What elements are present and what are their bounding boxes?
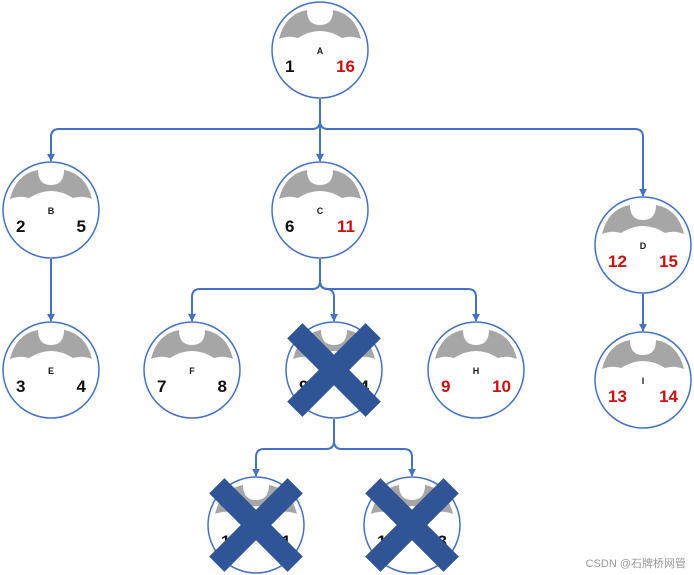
avatar-icon	[10, 330, 92, 359]
start-time: 2	[16, 217, 26, 236]
end-time: 15	[659, 252, 678, 271]
node-c: C 6 11	[271, 161, 369, 259]
end-time: 16	[336, 57, 355, 76]
cross-icon	[365, 478, 459, 572]
avatar-icon	[279, 170, 361, 199]
node-label: C	[316, 206, 324, 216]
node-d: D 12 15	[594, 196, 692, 294]
node-label: I	[641, 376, 645, 386]
node-k: K1213	[363, 476, 461, 574]
node-label: A	[316, 46, 324, 56]
node-circle	[594, 196, 692, 294]
node-a: A 1 16	[271, 1, 369, 99]
node-label: H	[472, 366, 480, 376]
end-time: 5	[76, 217, 86, 236]
node-circle	[271, 1, 369, 99]
node-circle	[2, 321, 100, 419]
end-time: 10	[492, 377, 511, 396]
start-time: 12	[608, 252, 627, 271]
start-time: 13	[608, 387, 627, 406]
end-time: 11	[337, 217, 355, 236]
watermark: CSDN @石牌桥网管	[585, 558, 686, 570]
edge-a-d	[319, 99, 647, 197]
start-time: 3	[16, 377, 26, 396]
start-time: 9	[441, 377, 451, 396]
node-e: E 3 4	[2, 321, 100, 419]
node-circle	[2, 161, 100, 259]
avatar-icon	[279, 10, 361, 39]
node-f: F 7 8	[143, 321, 241, 419]
avatar-icon	[602, 340, 684, 369]
cross-icon	[287, 323, 381, 417]
node-g: G914	[285, 321, 383, 419]
node-label: E	[47, 366, 54, 376]
end-time: 8	[217, 377, 227, 396]
node-j: J1011	[207, 476, 305, 574]
node-label: D	[639, 241, 647, 251]
start-time: 1	[285, 57, 295, 76]
start-time: 7	[157, 377, 167, 396]
node-label: B	[47, 206, 55, 216]
cross-icon	[209, 478, 303, 572]
edge-a-b	[47, 99, 321, 162]
node-b: B 2 5	[2, 161, 100, 259]
node-circle	[594, 331, 692, 429]
edge-g-j	[252, 419, 335, 477]
node-circle	[427, 321, 525, 419]
node-h: H 9 10	[427, 321, 525, 419]
node-circle	[143, 321, 241, 419]
edge-g-k	[333, 419, 416, 477]
node-i: I 13 14	[594, 331, 692, 429]
edge-c-h	[319, 259, 480, 322]
end-time: 4	[76, 377, 86, 396]
node-circle	[271, 161, 369, 259]
avatar-icon	[10, 170, 92, 199]
avatar-icon	[602, 205, 684, 234]
avatar-icon	[151, 330, 233, 359]
edge-c-f	[188, 259, 321, 322]
node-label: F	[189, 366, 195, 376]
end-time: 14	[659, 387, 678, 406]
avatar-icon	[435, 330, 517, 359]
start-time: 6	[285, 217, 295, 236]
